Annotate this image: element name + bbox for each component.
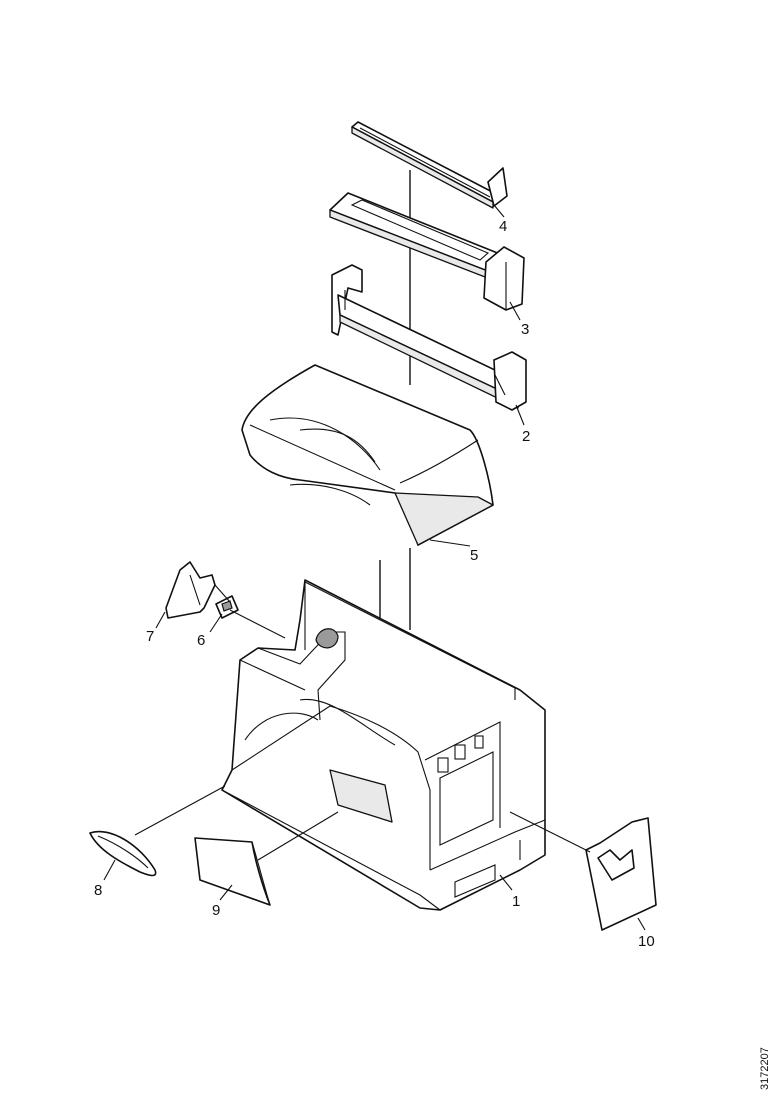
part-4-top-rail (351, 121, 508, 209)
callout-labels: 1 2 3 4 5 6 7 8 9 10 (94, 218, 655, 950)
callout-9: 9 (212, 902, 220, 919)
callout-4: 4 (499, 218, 507, 235)
callout-8: 8 (94, 882, 102, 899)
part-5-top-cover (241, 364, 494, 546)
part-1-main-housing (221, 579, 546, 911)
reference-code: 3172207 (759, 1047, 771, 1090)
part-3-tray-rail (329, 192, 525, 311)
part-10-end-panel (585, 817, 657, 931)
callout-5: 5 (470, 547, 478, 564)
callout-7: 7 (146, 628, 154, 645)
callout-6: 6 (197, 632, 205, 649)
part-9-side-panel (194, 837, 271, 906)
part-7-side-plate (165, 561, 216, 619)
callout-3: 3 (521, 321, 529, 338)
callout-10: 10 (638, 933, 655, 950)
part-8-oval-cover (89, 830, 157, 877)
leader-lines (103, 204, 646, 931)
callout-2: 2 (522, 428, 530, 445)
part-2-bracket-rail (331, 264, 527, 411)
callout-1: 1 (512, 893, 520, 910)
